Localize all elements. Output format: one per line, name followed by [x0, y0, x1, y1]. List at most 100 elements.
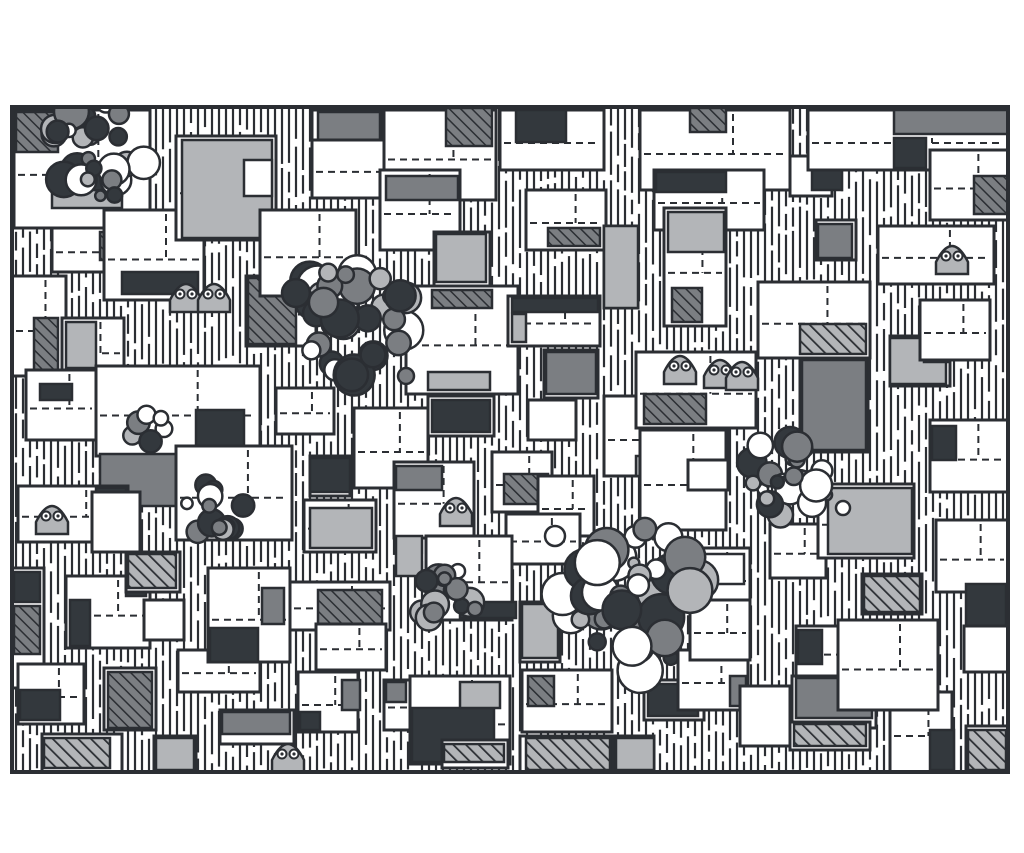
room-wall	[918, 298, 992, 362]
room-block	[546, 226, 602, 248]
creature-pupil	[56, 514, 60, 518]
peeking-creature	[934, 244, 970, 276]
bubble	[444, 576, 469, 602]
bubble	[93, 189, 107, 203]
room-block	[514, 108, 568, 144]
peeking-creature	[438, 496, 474, 528]
room-block	[602, 224, 640, 310]
room	[876, 224, 996, 286]
bubble	[180, 496, 194, 511]
room	[142, 598, 186, 642]
room-block	[18, 688, 62, 722]
creatures-layer	[34, 244, 970, 772]
room-block	[614, 736, 656, 772]
room	[816, 482, 916, 560]
room	[426, 394, 496, 438]
room	[542, 348, 600, 400]
bubble	[83, 115, 110, 142]
bubble	[108, 126, 129, 147]
room	[24, 368, 98, 442]
room-wall	[90, 490, 142, 554]
bubble	[758, 490, 776, 508]
room-block	[426, 370, 492, 392]
room	[518, 734, 614, 772]
bubble	[201, 497, 218, 514]
bubble	[307, 286, 340, 319]
room	[524, 188, 608, 252]
room-block	[430, 288, 494, 310]
room	[756, 280, 872, 360]
creature-pupil	[44, 514, 48, 518]
room-block	[298, 710, 322, 732]
bubble	[318, 262, 339, 283]
room	[308, 454, 352, 498]
room-block	[42, 736, 112, 770]
room	[928, 148, 1008, 222]
room-block	[316, 110, 382, 142]
room	[520, 668, 614, 734]
creature-pupil	[712, 368, 716, 372]
room-block	[64, 320, 98, 370]
bubble	[45, 119, 70, 144]
room-block	[826, 486, 914, 556]
bubble	[543, 524, 567, 548]
creature-pupil	[672, 364, 676, 368]
room	[94, 364, 262, 508]
room	[218, 708, 296, 746]
bubble	[798, 468, 834, 503]
creature-pupil	[190, 292, 194, 296]
room-block	[32, 316, 60, 372]
room	[602, 224, 640, 310]
room-block	[972, 174, 1008, 216]
room-block	[308, 456, 352, 494]
bubble	[666, 566, 714, 615]
peeking-creature	[724, 360, 760, 392]
bubble	[783, 466, 804, 487]
room-block	[340, 678, 362, 712]
room	[314, 622, 388, 672]
room	[806, 108, 1008, 172]
room-wall	[504, 512, 582, 566]
room	[296, 670, 362, 734]
room	[40, 732, 124, 772]
room-wall	[314, 622, 388, 672]
bubble-cluster	[122, 404, 174, 454]
room	[152, 734, 198, 772]
room-block	[930, 424, 958, 462]
bubble	[301, 340, 322, 361]
creature-pupil	[956, 254, 960, 258]
room	[526, 398, 578, 442]
room	[302, 498, 378, 554]
room	[662, 206, 728, 328]
room-block	[458, 680, 502, 710]
room-block	[796, 628, 824, 666]
room	[504, 512, 582, 566]
room-block	[666, 210, 726, 254]
room	[12, 274, 68, 378]
bubble	[587, 632, 607, 652]
room	[124, 550, 182, 594]
bubble-cluster	[540, 516, 720, 695]
room-block	[434, 232, 488, 284]
room-block	[38, 382, 74, 402]
bubbles-layer	[39, 107, 852, 695]
bubble-cluster	[735, 425, 834, 529]
bubble	[105, 186, 124, 204]
room-block	[208, 626, 260, 664]
room	[432, 230, 492, 288]
room	[934, 518, 1008, 628]
bubble-cluster	[180, 473, 256, 545]
bubble	[138, 428, 163, 454]
room-block	[524, 736, 612, 772]
bubble	[626, 573, 651, 598]
room-block	[800, 358, 868, 452]
room	[16, 662, 86, 726]
room	[90, 490, 142, 554]
bubble	[396, 366, 416, 386]
room-block	[220, 710, 292, 736]
creature-pupil	[218, 292, 222, 296]
bubble-cluster	[408, 562, 486, 632]
room	[274, 386, 336, 436]
bubble	[368, 266, 393, 291]
